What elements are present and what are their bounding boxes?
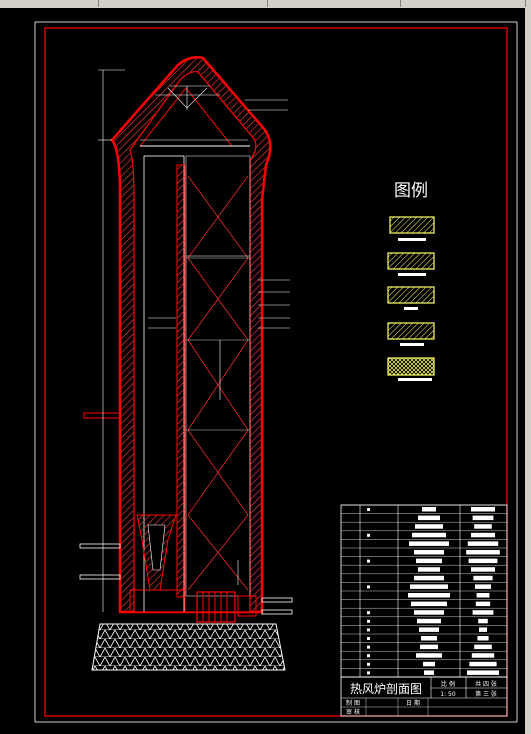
drawn-by-label: 制 图	[346, 699, 360, 707]
table-index-mark	[367, 611, 370, 615]
legend-label-bar	[398, 378, 432, 381]
table-cell-text	[468, 558, 498, 564]
table-cell-text	[414, 550, 444, 555]
legend-swatch	[387, 322, 435, 340]
sheet-number: 第 三 张	[475, 690, 497, 698]
table-cell-text	[423, 661, 435, 667]
table-cell-text	[467, 541, 499, 546]
table-cell-text	[474, 644, 492, 650]
table-cell-text	[416, 558, 442, 564]
table-cell-text	[471, 653, 495, 658]
table-cell-text	[418, 515, 440, 521]
table-cell-text	[414, 610, 444, 615]
legend-title: 图例	[394, 181, 428, 201]
table-cell-text	[479, 627, 487, 632]
table-index-mark	[367, 645, 370, 649]
table-cell-text	[420, 644, 438, 650]
table-cell-text	[466, 550, 500, 555]
sheet-total: 共 四 张	[475, 680, 497, 688]
table-cell-text	[424, 670, 434, 675]
legend: 图例	[387, 181, 435, 381]
scale-value: 1: 50	[440, 691, 456, 698]
table-cell-text	[477, 636, 489, 641]
table-cell-text	[469, 661, 497, 667]
scale-label: 比 例	[441, 680, 455, 688]
table-index-mark	[367, 559, 370, 563]
table-cell-text	[418, 567, 440, 572]
table-cell-text	[472, 610, 494, 615]
table-cell-text	[474, 524, 492, 529]
table-index-mark	[367, 662, 370, 666]
toolbar-tab[interactable]	[0, 0, 99, 7]
inner-frame	[44, 27, 508, 717]
table-cell-text	[471, 567, 495, 572]
drawing-name: 热风炉剖面图	[350, 682, 422, 696]
table-cell-text	[467, 670, 499, 675]
date-label: 日 期	[406, 699, 420, 707]
table-cell-text	[410, 584, 448, 589]
title-block: 热风炉剖面图 比 例 1: 50 共 四 张 第 三 张 制 图 审 核 日 期	[340, 676, 508, 717]
table-index-mark	[367, 619, 370, 623]
table-cell-text	[408, 593, 450, 598]
table-cell-text	[415, 524, 443, 529]
table-cell-text	[414, 575, 444, 581]
table-cell-text	[475, 601, 491, 607]
legend-label-bar	[400, 343, 424, 346]
table-index-mark	[367, 654, 370, 658]
table-cell-text	[411, 601, 447, 607]
toolbar-tab[interactable]	[268, 0, 401, 7]
table-index-mark	[367, 628, 370, 632]
outer-frame	[34, 21, 518, 723]
table-cell-text	[475, 584, 491, 589]
table-cell-text	[422, 507, 436, 512]
legend-label-bar	[404, 307, 418, 310]
cad-drawing-canvas[interactable]: 图例 热风炉剖面图 比 例 1: 50 共 四 张 第 三 张 制 图	[0, 8, 525, 734]
table-index-mark	[367, 508, 370, 511]
legend-swatch	[389, 216, 435, 234]
table-cell-text	[472, 515, 494, 521]
toolbar-tab[interactable]	[401, 0, 526, 7]
table-cell-text	[409, 541, 449, 546]
table-index-mark	[367, 585, 370, 589]
toolbar-tab[interactable]	[99, 0, 268, 7]
vertical-scrollbar[interactable]	[525, 8, 531, 734]
table-index-mark	[367, 671, 370, 675]
legend-swatch	[387, 286, 435, 304]
hot-blast-stove-section	[79, 56, 293, 671]
application-toolbar	[0, 0, 531, 8]
table-cell-text	[471, 532, 495, 538]
table-index-mark	[367, 533, 370, 537]
legend-swatch	[387, 252, 435, 270]
table-cell-text	[421, 636, 437, 641]
table-cell-text	[412, 532, 446, 538]
table-cell-text	[419, 627, 439, 632]
reviewed-by-label: 审 核	[346, 708, 360, 716]
legend-label-bar	[398, 273, 426, 276]
table-cell-text	[417, 618, 441, 624]
legend-swatch	[387, 357, 435, 376]
table-cell-text	[473, 575, 493, 581]
parts-list-table	[340, 504, 508, 678]
table-cell-text	[471, 507, 495, 512]
table-cell-text	[476, 593, 490, 598]
dimension-annotations	[98, 69, 290, 612]
table-cell-text	[416, 653, 442, 658]
table-cell-text	[478, 618, 488, 624]
legend-label-bar	[398, 238, 426, 241]
table-index-mark	[367, 637, 370, 640]
